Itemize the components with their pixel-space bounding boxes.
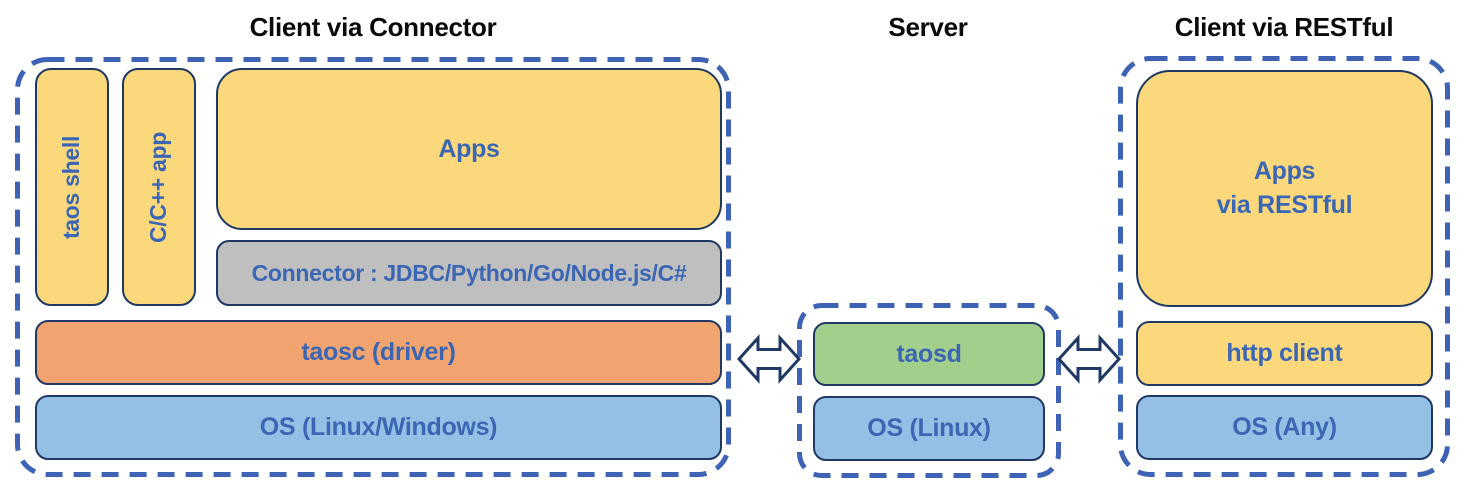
taosd-label: taosd — [896, 339, 962, 368]
cpp-app-label: C/C++ app — [145, 131, 172, 243]
os-linux-windows-box: OS (Linux/Windows) — [35, 395, 722, 460]
apps-via-restful-label-line2: via RESTful — [1216, 190, 1353, 219]
taos-shell-box: taos shell — [35, 68, 109, 306]
connector-box: Connector : JDBC/Python/Go/Node.js/C# — [216, 240, 722, 306]
apps-via-restful-label-line1: Apps — [1253, 156, 1316, 185]
http-client-label: http client — [1226, 339, 1343, 367]
http-client-box: http client — [1136, 321, 1433, 386]
client-connector-title: Client via Connector — [249, 12, 497, 42]
client-restful-dashed-border — [1118, 56, 1450, 477]
os-linux-label: OS (Linux) — [867, 414, 991, 442]
apps-label: Apps — [438, 134, 500, 163]
taosc-driver-label: taosc (driver) — [301, 338, 456, 366]
os-any-box: OS (Any) — [1136, 395, 1433, 460]
connector-label: Connector : JDBC/Python/Go/Node.js/C# — [251, 259, 687, 286]
taos-shell-label: taos shell — [58, 135, 85, 239]
client-restful-title: Client via RESTful — [1174, 12, 1394, 42]
server-dashed-border — [797, 303, 1061, 478]
left-bidirectional-arrow-icon — [736, 334, 802, 384]
client-connector-dashed-border — [15, 57, 731, 477]
cpp-app-box: C/C++ app — [122, 68, 196, 306]
apps-box: Apps — [216, 68, 722, 230]
os-any-label: OS (Any) — [1232, 413, 1337, 441]
right-bidirectional-arrow-icon — [1056, 334, 1122, 384]
os-linux-box: OS (Linux) — [813, 396, 1045, 461]
apps-via-restful-box: Apps via RESTful — [1136, 70, 1433, 307]
os-linux-windows-label: OS (Linux/Windows) — [259, 413, 498, 441]
taosc-driver-box: taosc (driver) — [35, 320, 722, 385]
server-title: Server — [888, 12, 968, 42]
taosd-box: taosd — [813, 322, 1045, 386]
